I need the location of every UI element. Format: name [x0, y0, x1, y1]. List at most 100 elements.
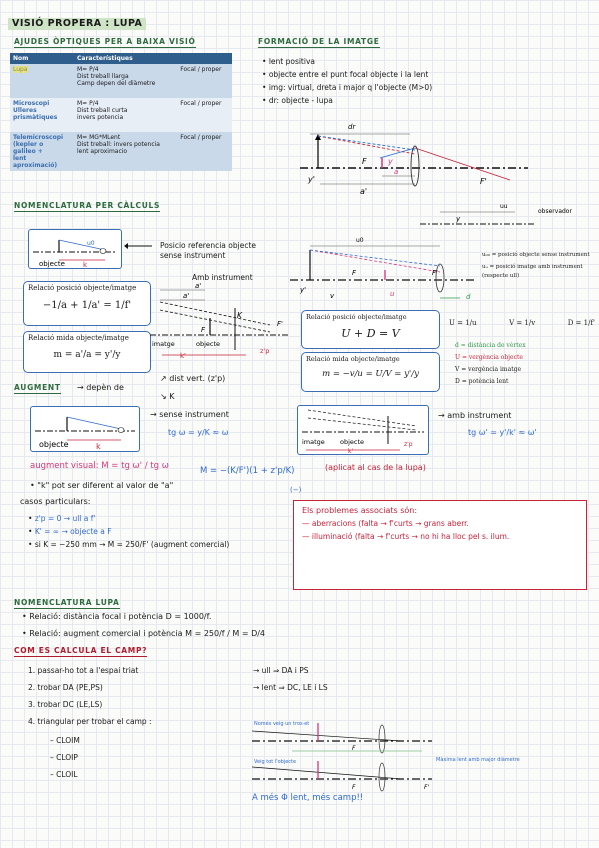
u0-label: u0	[87, 240, 95, 247]
u0-label: u0	[356, 237, 364, 244]
lens	[435, 263, 445, 293]
augment-dist-vert: ↗ dist vert. (z'p)	[160, 374, 226, 383]
a-label: a'	[183, 292, 189, 300]
relacio-posicio-title: Relació posició objecte/imatge	[28, 284, 137, 292]
k-label: K	[237, 311, 243, 320]
diag-top-label: Només veig un tros·et	[254, 720, 309, 727]
diag-right-label: Màxima lent amb major diàmetre	[436, 756, 520, 763]
ray-red-out	[414, 147, 511, 181]
imatge-label: imatge	[302, 438, 325, 446]
amb-diagram-box: imatge objecte z'p k'	[297, 405, 429, 455]
row-line: Dist treball: invers potencia	[77, 141, 160, 148]
cas-item: • K' = ∞ → objecte a F	[28, 527, 112, 536]
relacio-posicio-box: Relació posició objecte/imatge −1/a + 1/…	[23, 281, 151, 326]
relacio-mida-title: Relació mida objecte/imatge	[28, 334, 129, 342]
ref-diagram-box: u0 objecte k	[28, 229, 122, 269]
ray-blue	[317, 135, 416, 151]
sense-diagram-box: objecte k	[30, 406, 140, 452]
eye-icon	[99, 248, 107, 254]
k-label: k	[96, 442, 101, 451]
formacio-bullet: • img: virtual, dreta i major q l'object…	[262, 83, 433, 92]
legend-line: u₀₀ = posició objecte sense instrument	[482, 252, 590, 258]
objecte2-label: objecte	[340, 438, 364, 446]
amb-label: → amb instrument	[438, 411, 512, 420]
relacio-mida-box: Relació mida objecte/imatge m = a'/a = y…	[23, 331, 151, 373]
amb-diagram: imatge objecte z'p k'	[302, 409, 424, 455]
page-title: VISIÓ PROPERA : LUPA	[8, 18, 147, 30]
aplicar-note: (aplicat al cas de la lupa)	[325, 463, 426, 472]
formacio-bullet: • objecte entre el punt focal objecte i …	[262, 70, 429, 79]
amb-instrument-diagram: a' a' F F' imatge objecte k' z'p K	[150, 282, 288, 360]
ray-blue	[309, 249, 441, 267]
relacio-posicio2-title: Relació posició objecte/imatge	[306, 313, 407, 321]
formacio-bullet: • lent positiva	[262, 57, 315, 66]
formacio-diagram: dr y' a' F y a F'	[300, 123, 528, 196]
ref-diagram: u0 objecte k	[33, 239, 117, 269]
camp-conclusion: A més Φ lent, més camp!!	[252, 793, 364, 803]
def-line: d = distància de vèrtex	[455, 342, 526, 349]
row-line: M= P/4	[77, 100, 99, 107]
lens-top	[378, 724, 386, 754]
formacio-bullets: • lent positiva • objecte entre el punt …	[262, 55, 592, 107]
relacio-posicio2-box: Relació posició objecte/imatge U + D = V	[301, 310, 440, 349]
cas-item: • z'p = 0 → ull a f'	[28, 514, 96, 523]
yprime-label: y'	[299, 286, 306, 294]
lupa-heading: NOMENCLATURA LUPA	[14, 598, 120, 609]
f-label: F	[352, 269, 357, 277]
table-header-row: Nom Característiques	[10, 53, 232, 64]
problem-item: — illuminació (falta → f'curts → no hi h…	[302, 532, 510, 541]
ray	[58, 239, 106, 251]
augment-k: ↘ K	[160, 392, 175, 401]
camp-step: 1. passar-ho tot a l'espai triat	[28, 666, 139, 675]
camp-sub-item: – CLOIP	[50, 753, 78, 762]
def-line: D = potència lent	[455, 378, 509, 385]
camp-steps: 1. passar-ho tot a l'espai triat 2. trob…	[28, 662, 152, 730]
f-label: F	[362, 157, 367, 166]
imatge-label: imatge	[152, 340, 175, 348]
zp-label: z'p	[404, 441, 413, 448]
k-label: k	[83, 261, 88, 268]
def-d: D = 1/f'	[567, 319, 595, 327]
problems-title: Els problemes associats són:	[302, 506, 418, 515]
row-line: Camp depen del diàmetre	[77, 80, 156, 87]
f-top-label: F	[352, 745, 356, 752]
relacio-mida2-formula: m = −v/u = U/V = y'/y	[322, 369, 419, 379]
posicio-ref-text: Posicio referencia objecte sense instrum…	[160, 241, 257, 260]
kprime-label: k'	[180, 352, 186, 360]
ajudes-heading: AJUDES ÒPTIQUES PER A BAIXA VISIÓ	[14, 37, 196, 48]
camp-step: 2. trobar DA (PE,PS)	[28, 683, 103, 692]
vergence-legend2: d = distància de vèrtex U = vergència ob…	[455, 340, 526, 388]
objecte-label: objecte	[196, 340, 220, 348]
k-note: • "k" pot ser diferent al valor de "a"	[30, 481, 174, 490]
problems-box: Els problemes associats són: — aberracio…	[293, 500, 587, 590]
row-line: invers potencia	[77, 114, 124, 121]
problem-item: — aberracions (falta → f'curts → grans a…	[302, 519, 469, 528]
table-row: Lupa M= P/4 Dist treball llarga Camp dep…	[10, 64, 232, 98]
camp-arrows: → ull ⇒ DA i PS → lent ⇒ DC, LE i LS	[253, 662, 328, 696]
ray-top	[252, 730, 403, 742]
y-prime-label: y'	[307, 175, 315, 184]
camp-step: 3. trobar DC (LE,LS)	[28, 700, 103, 709]
camp-arrow-line: → ull ⇒ DA i PS	[253, 666, 309, 675]
f-bottom-label: F	[352, 784, 356, 791]
lens-bottom	[378, 762, 386, 792]
vergencia-legend: u₀₀ = posició objecte sense instrument u…	[482, 251, 594, 281]
fprime-label: F'	[277, 320, 283, 328]
relacio-posicio2-formula: U + D = V	[341, 327, 400, 340]
kprime-label: k'	[348, 448, 353, 454]
relacio-mida-formula: m = a'/a = y'/y	[53, 350, 121, 360]
diag-mid-label: Veig tot l'objecte	[254, 759, 296, 765]
augment-depen: → depèn de	[77, 383, 124, 392]
camp-heading: COM ES CALCULA EL CAMP?	[14, 646, 148, 657]
ajudes-table: Nom Característiques Lupa M= P/4 Dist tr…	[10, 53, 232, 171]
ray-magenta	[309, 249, 441, 273]
ray-bottom	[252, 766, 403, 780]
formacio-heading: FORMACIÓ DE LA IMATGE	[258, 37, 380, 48]
aprime-label: a'	[360, 187, 367, 196]
row-line: lent aproximacio	[77, 148, 128, 155]
objecte-label: objecte	[39, 440, 69, 449]
cas-item: • si K = −250 mm → M = 250/F' (augment c…	[28, 540, 230, 549]
vergencia-diagram: uu observador y u0 F F' y' v u d	[290, 203, 572, 301]
uu-top-label: uu	[500, 203, 508, 210]
image-arrowhead	[315, 134, 321, 140]
